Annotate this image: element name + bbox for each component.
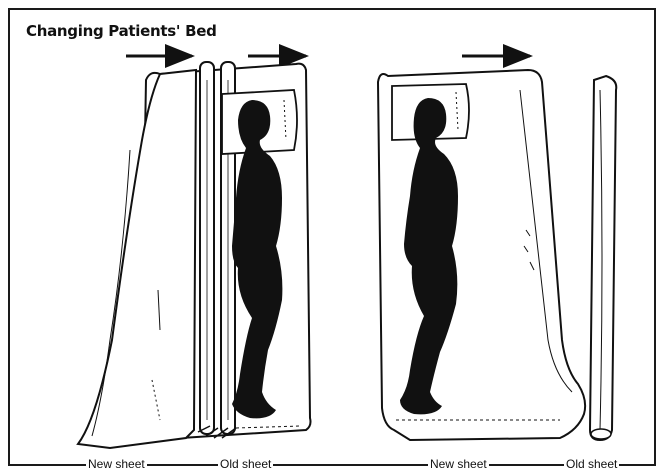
left-scene: [78, 56, 311, 448]
right-scene: [378, 56, 616, 440]
right-old-sheet-roll: [590, 76, 616, 440]
label-right-new-sheet: New sheet: [428, 457, 489, 471]
label-left-old-sheet: Old sheet: [218, 457, 273, 471]
label-left-new-sheet: New sheet: [86, 457, 147, 471]
label-right-old-sheet: Old sheet: [564, 457, 619, 471]
left-new-sheet: [78, 70, 196, 448]
